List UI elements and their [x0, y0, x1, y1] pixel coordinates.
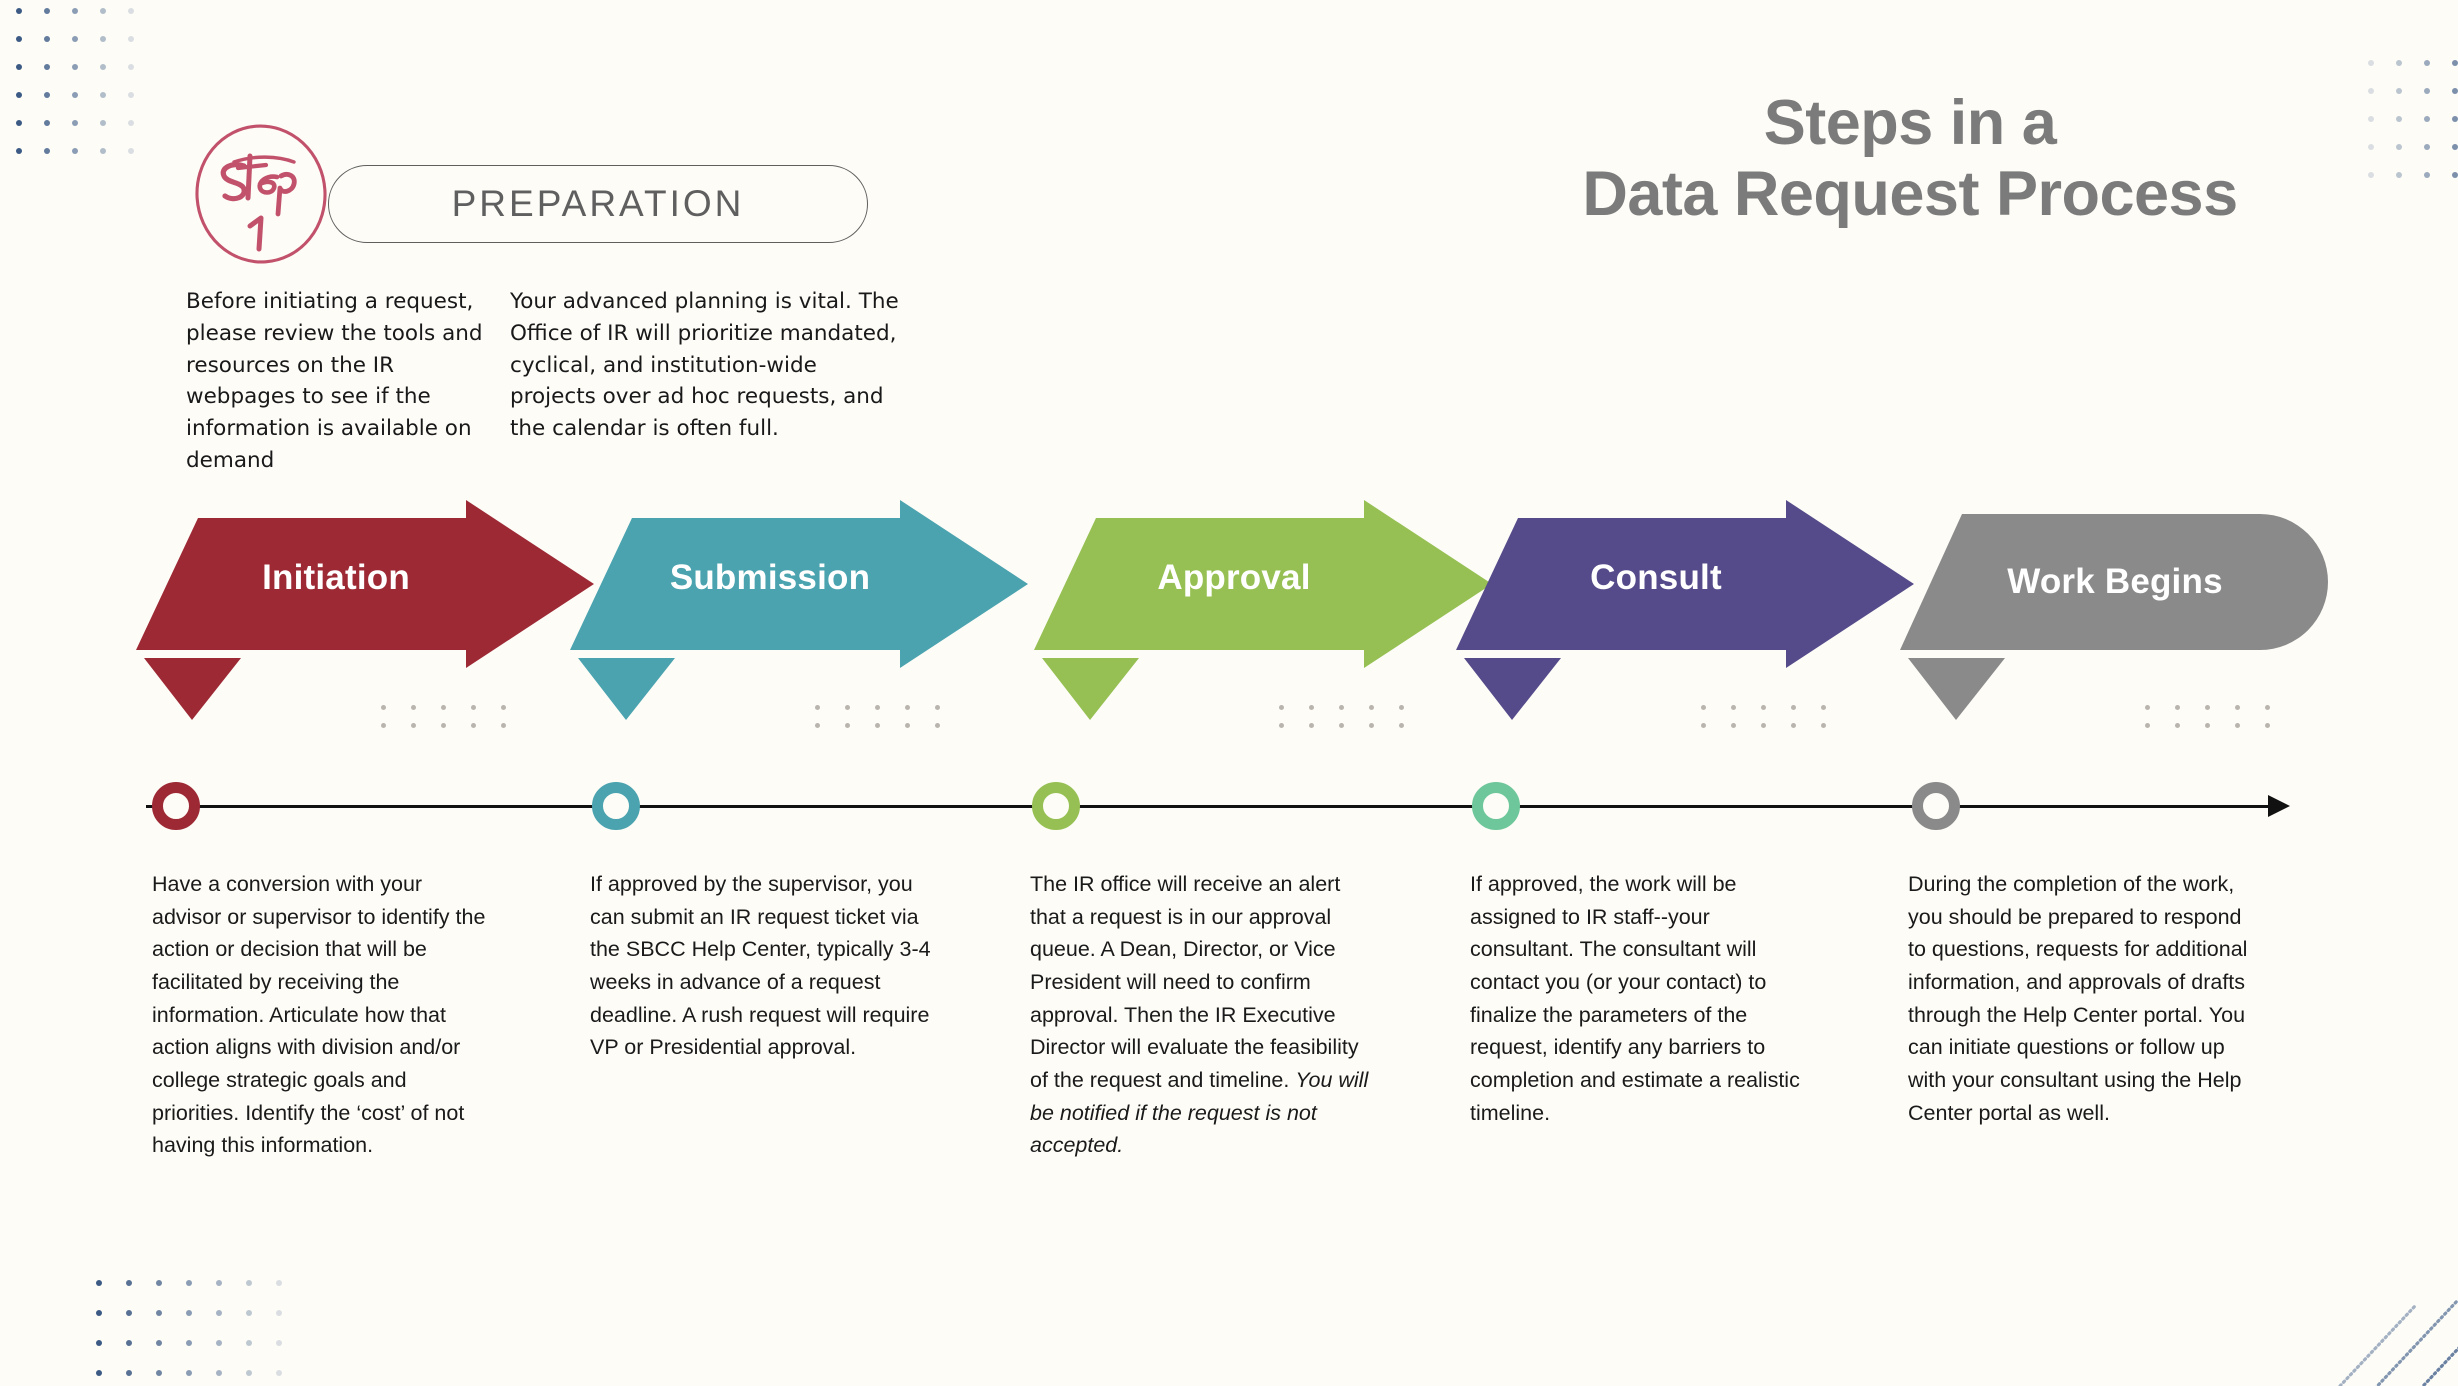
stage-3-approval[interactable]: Approval [1034, 500, 1494, 770]
stage-arrow-shape [570, 500, 1030, 680]
stage-2-submission[interactable]: Submission [570, 500, 1030, 770]
decorative-diagonal-lines [2338, 1298, 2458, 1386]
stage-arrow-shape [136, 500, 596, 680]
decorative-dot-grid-bottom-left [96, 1280, 306, 1386]
stage-4-consult[interactable]: Consult [1456, 500, 1916, 770]
timeline-arrowhead-icon [2268, 795, 2290, 817]
stage-arrow-shape [1900, 500, 2360, 680]
stage-decorative-dots [1701, 705, 1851, 741]
page-title-line-1: Steps in a [1763, 88, 2057, 158]
stage-decorative-dots [1279, 705, 1429, 741]
stage-description-5: During the completion of the work, you s… [1908, 872, 2248, 1125]
step-1-badge [182, 118, 340, 268]
stage-description-4: If approved, the work will be assigned t… [1470, 872, 1800, 1125]
timeline-node-5[interactable] [1912, 782, 1960, 830]
stage-tail-triangle [1042, 658, 1139, 720]
stage-tail-triangle [578, 658, 675, 720]
stage-tail-triangle [144, 658, 241, 720]
preparation-label: PREPARATION [451, 183, 745, 224]
stage-tail-triangle [1908, 658, 2005, 720]
preparation-text-column-1: Before initiating a request, please revi… [186, 289, 483, 474]
stage-arrow-shape [1034, 500, 1494, 680]
timeline-node-1[interactable] [152, 782, 200, 830]
stage-5-work-begins[interactable]: Work Begins [1900, 500, 2360, 770]
stage-description-3: The IR office will receive an alert that… [1030, 872, 1369, 1158]
stage-decorative-dots [381, 705, 531, 741]
timeline-node-3[interactable] [1032, 782, 1080, 830]
stage-tail-triangle [1464, 658, 1561, 720]
preparation-pill-outline [328, 165, 868, 243]
stage-decorative-dots [815, 705, 965, 741]
preparation-header-pill: PREPARATION [328, 165, 868, 243]
stage-decorative-dots [2145, 705, 2295, 741]
step-badge-drawing [195, 124, 327, 264]
timeline-node-4[interactable] [1472, 782, 1520, 830]
page-title: Steps in a Data Request Process [1410, 88, 2410, 229]
stage-arrow-shape [1456, 500, 1916, 680]
page-title-line-2: Data Request Process [1582, 158, 2238, 229]
stage-1-initiation[interactable]: Initiation [136, 500, 596, 770]
timeline-node-2[interactable] [592, 782, 640, 830]
preparation-text-column-2: Your advanced planning is vital. The Off… [510, 289, 899, 442]
timeline-axis [146, 805, 2276, 808]
decorative-dot-grid-top-left [16, 8, 156, 176]
stage-description-1: Have a conversion with your advisor or s… [152, 872, 486, 1158]
stage-description-2: If approved by the supervisor, you can s… [590, 872, 931, 1060]
stage-description-emphasis: You will be notified if the request is n… [1030, 1068, 1369, 1158]
